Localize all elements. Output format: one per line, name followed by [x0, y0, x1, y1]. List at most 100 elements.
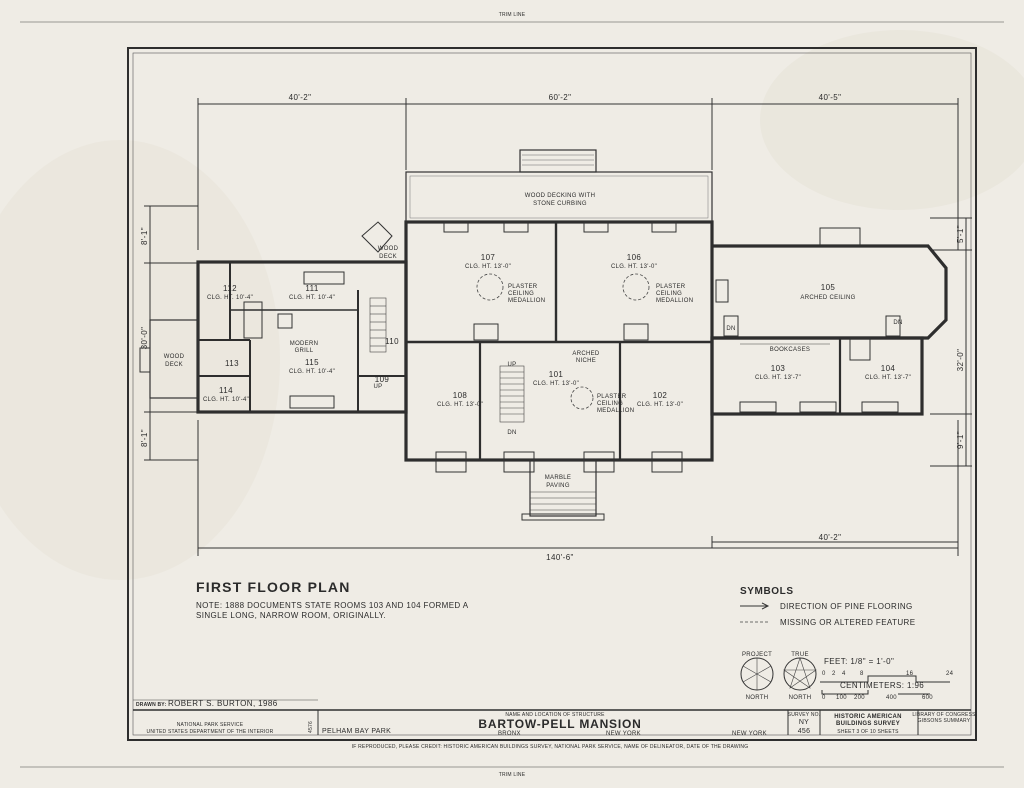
survey-label: SURVEY NO.	[788, 712, 821, 718]
svg-text:CLG. HT. 10'-4": CLG. HT. 10'-4"	[207, 295, 253, 301]
svg-text:CLG. HT. 13'-7": CLG. HT. 13'-7"	[755, 375, 801, 381]
loc-line-2: GIBSONS SUMMARY	[918, 718, 971, 724]
credit-line: IF REPRODUCED, PLEASE CREDIT: HISTORIC A…	[352, 744, 749, 750]
svg-text:ARCHED CEILING: ARCHED CEILING	[800, 295, 855, 301]
dim-bottom-total: 140'-6"	[546, 553, 574, 562]
name-location-label: NAME AND LOCATION OF STRUCTURE	[505, 712, 605, 718]
svg-text:0: 0	[822, 671, 826, 677]
room-108: 108 CLG. HT. 13'-0"	[437, 391, 483, 408]
room-115: 115 CLG. HT. 10'-4"	[289, 358, 335, 375]
dim-right-lower: 9'-1"	[956, 431, 965, 449]
room-104: 104 CLG. HT. 13'-7"	[865, 364, 911, 381]
svg-text:115: 115	[305, 358, 319, 367]
label-wood-deck-left2: DECK	[165, 362, 183, 368]
label-modern-grill: MODERN	[290, 341, 318, 347]
svg-text:NORTH: NORTH	[746, 695, 769, 701]
svg-text:106: 106	[627, 253, 642, 262]
svg-text:600: 600	[922, 695, 933, 701]
north-arrows: PROJECT NORTH TRUE NORTH	[740, 652, 817, 701]
svg-text:100: 100	[836, 695, 847, 701]
svg-text:TRUE: TRUE	[791, 652, 809, 658]
label-dn-main: DN	[507, 430, 516, 436]
svg-text:4: 4	[842, 671, 846, 677]
agency-line-1: NATIONAL PARK SERVICE	[177, 722, 244, 728]
dim-left-lower: 8'-1"	[140, 429, 149, 447]
graphic-scale: FEET: 1/8" = 1'-0" 0 2 4 8 16 24 CENTIME…	[820, 657, 953, 701]
svg-text:103: 103	[771, 364, 786, 373]
side-number: 4576	[308, 721, 314, 733]
svg-text:PLASTER: PLASTER	[656, 284, 686, 290]
room-109: 109	[375, 375, 390, 384]
room-102: 102 CLG. HT. 13'-0"	[637, 391, 683, 408]
svg-text:CLG. HT. 10'-4": CLG. HT. 10'-4"	[203, 397, 249, 403]
svg-text:PROJECT: PROJECT	[742, 652, 772, 658]
dim-right-middle: 32'-0"	[956, 349, 965, 372]
svg-text:104: 104	[881, 364, 896, 373]
svg-text:2: 2	[832, 671, 836, 677]
trim-lines: TRIM LINE TRIM LINE	[20, 12, 1004, 778]
svg-text:CLG. HT. 13'-0": CLG. HT. 13'-0"	[437, 402, 483, 408]
svg-text:CEILING: CEILING	[508, 291, 534, 297]
drawing-title: FIRST FLOOR PLAN	[196, 579, 351, 595]
svg-text:101: 101	[549, 370, 564, 379]
floor-plan	[139, 149, 948, 521]
room-103: 103 CLG. HT. 13'-7"	[755, 364, 801, 381]
svg-text:CLG. HT. 13'-0": CLG. HT. 13'-0"	[465, 264, 511, 270]
trim-line-bottom: TRIM LINE	[499, 772, 526, 778]
dim-left-middle: 30'-0"	[140, 327, 149, 350]
svg-text:102: 102	[653, 391, 668, 400]
room-105: 105 ARCHED CEILING	[800, 283, 855, 301]
park-name: PELHAM BAY PARK	[322, 728, 391, 735]
survey-state: NY	[799, 719, 809, 726]
label-dn-east2: DN	[893, 320, 902, 326]
room-111: 111 CLG. HT. 10'-4"	[289, 284, 335, 301]
label-dn-east1: DN	[726, 326, 735, 332]
state: NEW YORK	[732, 731, 767, 737]
dim-top-left: 40'-2"	[289, 93, 312, 102]
agency-line-2: UNITED STATES DEPARTMENT OF THE INTERIOR	[147, 729, 274, 735]
svg-text:0: 0	[822, 695, 826, 701]
svg-text:400: 400	[886, 695, 897, 701]
scale-feet: FEET: 1/8" = 1'-0"	[824, 657, 894, 666]
drawn-by-label: DRAWN BY:	[136, 702, 166, 708]
dim-top-center: 60'-2"	[549, 93, 572, 102]
svg-text:16: 16	[906, 671, 914, 677]
svg-text:107: 107	[481, 253, 496, 262]
svg-text:114: 114	[219, 386, 233, 395]
symbol-direction-flooring: DIRECTION OF PINE FLOORING	[780, 602, 913, 611]
room-114: 114 CLG. HT. 10'-4"	[203, 386, 249, 403]
note-line-1: NOTE: 1888 DOCUMENTS STATE ROOMS 103 AND…	[196, 601, 469, 610]
dimension-labels: 40'-2" 60'-2" 40'-5" 140'-6" 40'-2" 8'-1…	[140, 93, 965, 562]
drawn-by: ROBERT S. BURTON, 1986	[168, 699, 278, 708]
svg-text:CLG. HT. 13'-0": CLG. HT. 13'-0"	[637, 402, 683, 408]
room-101: 101 CLG. HT. 13'-0" PLASTER CEILING MEDA…	[533, 370, 634, 414]
label-arched-niche2: NICHE	[576, 358, 596, 364]
label-arched-niche: ARCHED	[572, 351, 600, 357]
scale-cm: CENTIMETERS: 1:96	[840, 681, 924, 690]
room-110: 110	[385, 337, 399, 346]
plan-labels: WOOD DECKING WITH STONE CURBING WOOD DEC…	[164, 193, 903, 489]
svg-text:CLG. HT. 10'-4": CLG. HT. 10'-4"	[289, 369, 335, 375]
borough: BRONX	[498, 731, 521, 737]
svg-text:MEDALLION: MEDALLION	[656, 298, 693, 304]
label-up-main: UP	[508, 362, 517, 368]
svg-text:MEDALLION: MEDALLION	[508, 298, 545, 304]
svg-text:NORTH: NORTH	[789, 695, 812, 701]
note-line-2: SINGLE LONG, NARROW ROOM, ORIGINALLY.	[196, 611, 386, 620]
label-paving: PAVING	[546, 483, 570, 489]
loc-line-1: LIBRARY OF CONGRESS	[912, 712, 976, 718]
symbol-missing-feature: MISSING OR ALTERED FEATURE	[780, 618, 915, 627]
room-labels: 107 CLG. HT. 13'-0" PLASTER CEILING MEDA…	[203, 253, 911, 414]
label-wood-deck-top: WOOD	[378, 246, 399, 252]
svg-text:108: 108	[453, 391, 468, 400]
svg-text:CLG. HT. 13'-0": CLG. HT. 13'-0"	[611, 264, 657, 270]
label-wood-decking: WOOD DECKING WITH	[525, 193, 595, 199]
svg-text:CLG. HT. 13'-0": CLG. HT. 13'-0"	[533, 381, 579, 387]
room-106: 106 CLG. HT. 13'-0" PLASTER CEILING MEDA…	[611, 253, 693, 304]
structure-name: BARTOW-PELL MANSION	[478, 717, 641, 731]
symbols-heading: SYMBOLS	[740, 586, 794, 597]
label-wood-deck-left: WOOD	[164, 354, 185, 360]
room-113: 113	[225, 359, 239, 368]
dim-left-upper: 8'-1"	[140, 227, 149, 245]
